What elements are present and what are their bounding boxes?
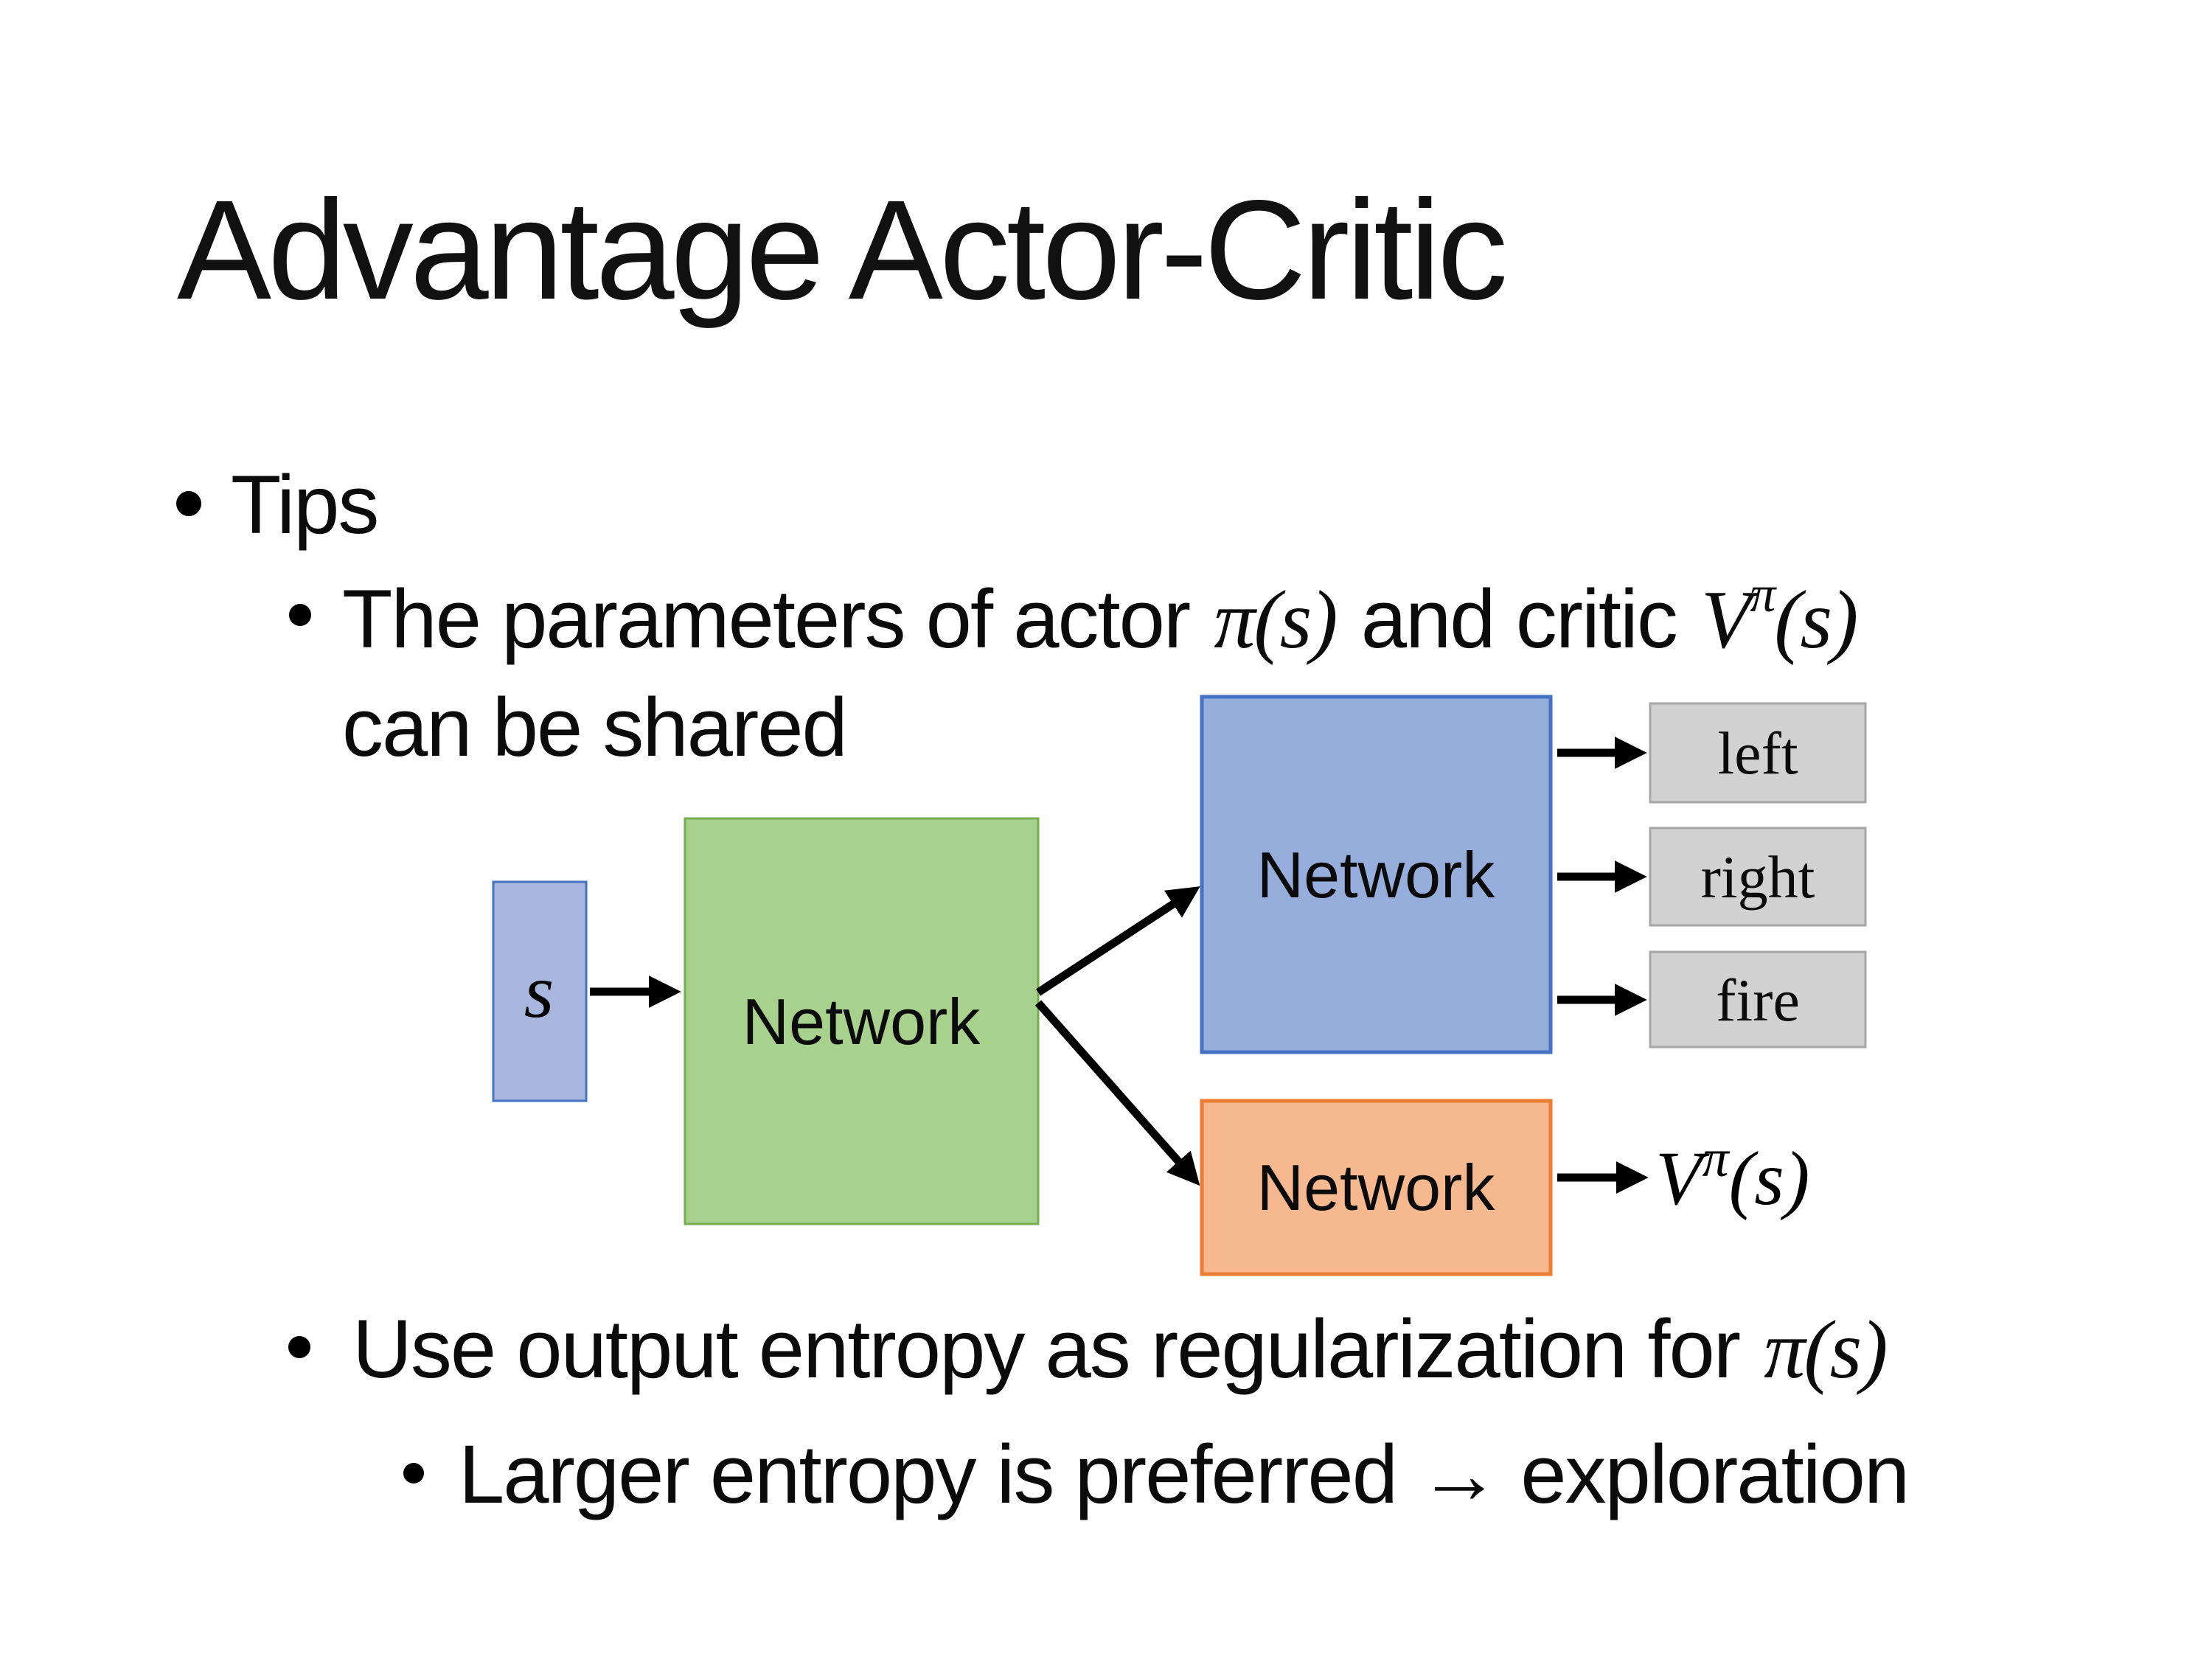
state-box: [492, 880, 588, 1102]
action-left-label: left: [1717, 720, 1798, 787]
actor-network-box: [1200, 695, 1553, 1054]
shared-network-label: Network: [742, 985, 981, 1058]
value-output-args: (s): [1729, 1136, 1810, 1221]
shared-pre-text: The parameters of actor: [342, 573, 1211, 665]
bullet-entropy-regularization: Use output entropy as regularization for…: [288, 1300, 2205, 1399]
bullet-tips-text: Tips: [231, 459, 379, 551]
bullet-tips: Tips: [176, 456, 379, 554]
value-base: V: [1701, 574, 1751, 666]
action-right-box: [1649, 827, 1867, 927]
bullet-dot: [288, 1336, 310, 1358]
shared-mid-text: and critic: [1339, 573, 1699, 665]
bullet-dot: [289, 604, 311, 626]
critic-value-math: Vπ(s): [1698, 569, 1860, 666]
slide-title: Advantage Actor-Critic: [177, 170, 1508, 329]
critic-network-box: [1200, 1099, 1553, 1276]
action-right-label: right: [1701, 844, 1815, 911]
bullet-shared-text: The parameters of actor π(s) and critic …: [289, 566, 2177, 782]
value-output-sup: π: [1703, 1129, 1731, 1188]
critic-network-label: Network: [1257, 1151, 1496, 1224]
actor-network-label: Network: [1257, 838, 1496, 911]
arrow-shared-to-actor: [1035, 886, 1200, 996]
value-sup: π: [1750, 566, 1775, 624]
shared-line2-text: can be shared: [342, 681, 848, 773]
action-fire-box: [1649, 950, 1867, 1048]
bullet-shared-parameters: The parameters of actor π(s) and critic …: [289, 566, 2177, 782]
entropy-pre-text: Use output entropy as regularization for: [352, 1303, 1761, 1395]
value-output-base: V: [1655, 1136, 1710, 1221]
action-fire-label: fire: [1716, 967, 1800, 1034]
policy-math: π(s): [1764, 1304, 1888, 1396]
bullet-exploration: Larger entropy is preferred → exploratio…: [403, 1425, 2210, 1524]
action-left-box: [1649, 702, 1867, 804]
actor-policy-math: π(s): [1214, 574, 1338, 666]
bullet-entropy-text: Use output entropy as regularization for…: [288, 1300, 2205, 1399]
value-output-label: Vπ(s): [1655, 1129, 1809, 1221]
state-label: s: [524, 949, 554, 1034]
value-args: (s): [1774, 574, 1858, 666]
shared-network-box: [684, 817, 1040, 1225]
bullet-exploration-text: Larger entropy is preferred → exploratio…: [459, 1428, 1910, 1520]
bullet-dot: [403, 1463, 424, 1484]
bullet-dot: [176, 491, 201, 516]
arrow-shared-to-critic: [1034, 1000, 1200, 1186]
